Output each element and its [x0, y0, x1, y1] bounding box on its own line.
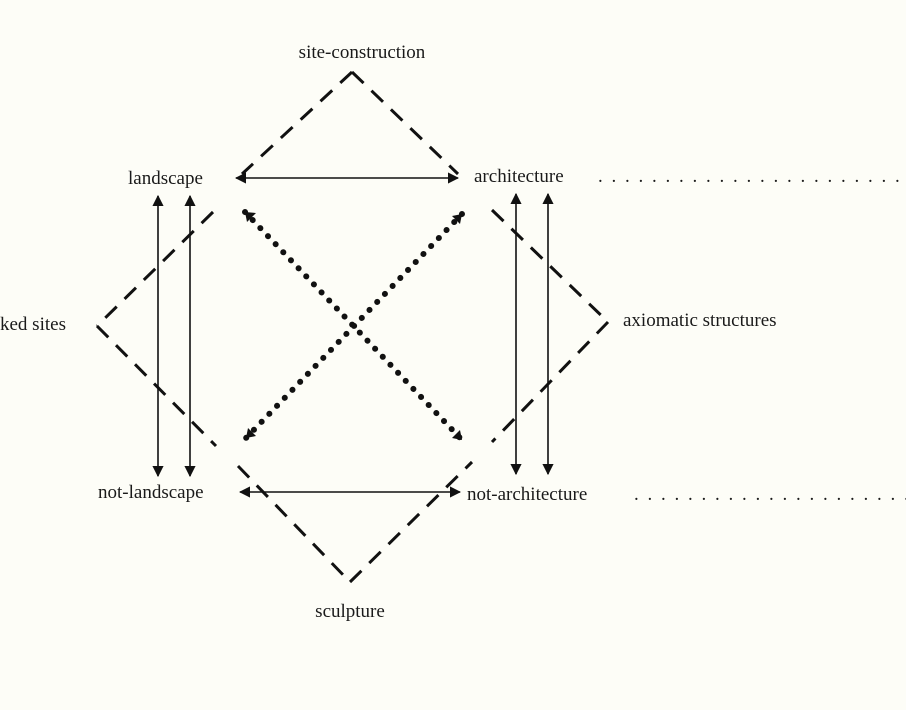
architecture-leader-dots: . . . . . . . . . . . . . . . . . . . . … — [598, 166, 906, 187]
label-marked-sites: ked sites — [0, 314, 66, 335]
right-vertical-arrows — [510, 192, 554, 476]
label-architecture: architecture — [474, 166, 564, 187]
dash-right-upper — [490, 208, 610, 324]
horizontal-arrows — [234, 172, 462, 498]
dash-bottom-left — [236, 464, 352, 584]
label-sculpture: sculpture — [315, 601, 385, 622]
label-site-construction: site-construction — [299, 42, 426, 63]
label-not-architecture: not-architecture — [467, 484, 587, 505]
left-vertical-arrows — [152, 194, 196, 478]
dash-top-right — [350, 70, 460, 176]
dash-bottom-right — [348, 460, 474, 584]
dotted-diagonal-architecture-to-not-landscape — [243, 211, 465, 441]
bottom-diamond — [236, 460, 474, 584]
dotted-arrowhead-bottom-right — [452, 430, 462, 440]
dotted-arrowhead-top-right — [452, 214, 462, 224]
dotted-diagonals — [242, 209, 465, 443]
dash-left-upper — [95, 210, 215, 328]
dotted-arrowhead-top-left — [245, 212, 256, 222]
top-diamond — [240, 70, 460, 176]
label-landscape: landscape — [128, 168, 203, 189]
dash-top-left — [240, 70, 354, 176]
left-diamond — [95, 210, 218, 448]
label-not-landscape: not-landscape — [98, 482, 204, 503]
right-diamond — [490, 208, 610, 444]
dash-right-lower — [490, 320, 610, 444]
label-axiomatic-structures: axiomatic structures — [623, 310, 777, 331]
dotted-arrowhead-bottom-left — [246, 428, 256, 438]
dash-left-lower — [95, 324, 218, 448]
not-architecture-leader-dots: . . . . . . . . . . . . . . . . . . . . … — [634, 484, 906, 505]
